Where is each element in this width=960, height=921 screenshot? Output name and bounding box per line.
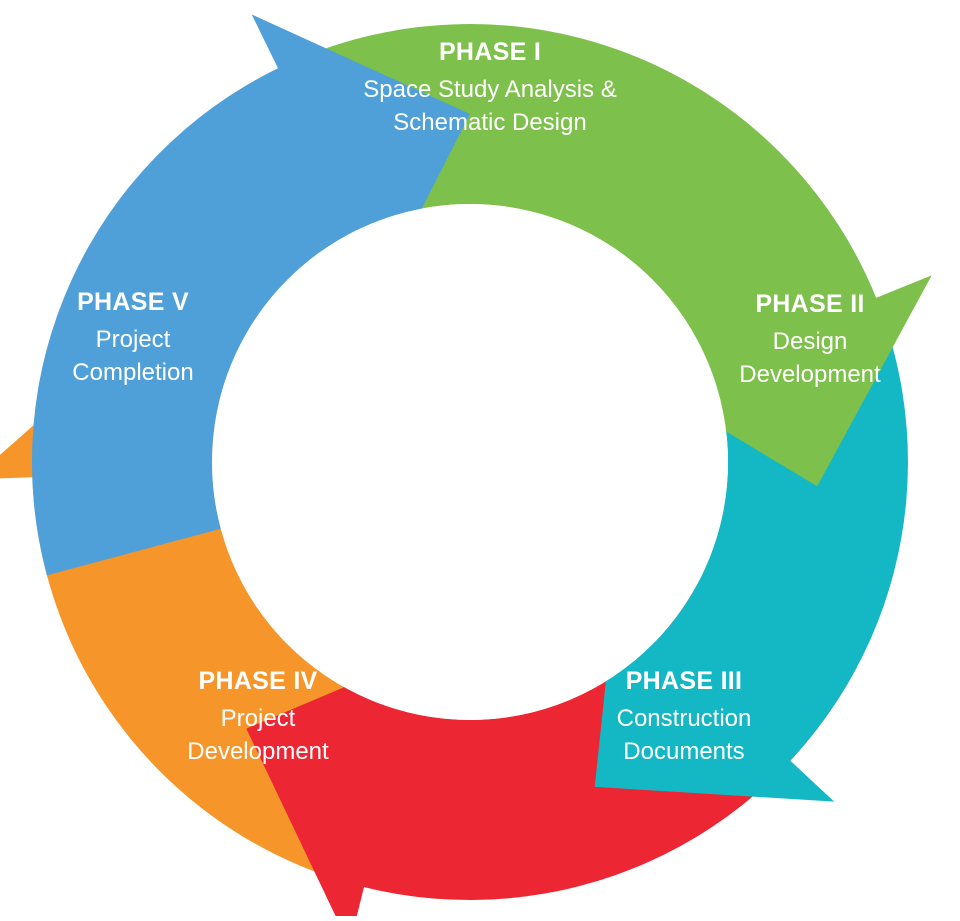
phase-3-description: Construction Documents — [616, 705, 752, 765]
phase-1-description: Space Study Analysis & Schematic Design — [363, 76, 617, 136]
ring-center — [212, 204, 728, 720]
phase-2-description: Design Development — [739, 328, 881, 388]
phase-1-title: PHASE I — [438, 38, 542, 66]
phase-4-title: PHASE IV — [198, 667, 318, 695]
phase-2-title: PHASE II — [755, 290, 865, 318]
phase-4-label: PHASE IV Project Development — [148, 667, 368, 768]
phase-3-label: PHASE III Construction Documents — [574, 667, 794, 768]
phase-4-description: Project Development — [187, 705, 329, 765]
phase-1-label: PHASE I Space Study Analysis & Schematic… — [320, 38, 660, 139]
phase-3-title: PHASE III — [625, 667, 743, 695]
phase-2-label: PHASE II Design Development — [700, 290, 920, 391]
phase-5-description: Project Completion — [72, 326, 194, 386]
phase-5-arrow — [31, 14, 470, 576]
phase-5-label: PHASE V Project Completion — [33, 288, 233, 389]
phase-5-title: PHASE V — [77, 288, 189, 316]
